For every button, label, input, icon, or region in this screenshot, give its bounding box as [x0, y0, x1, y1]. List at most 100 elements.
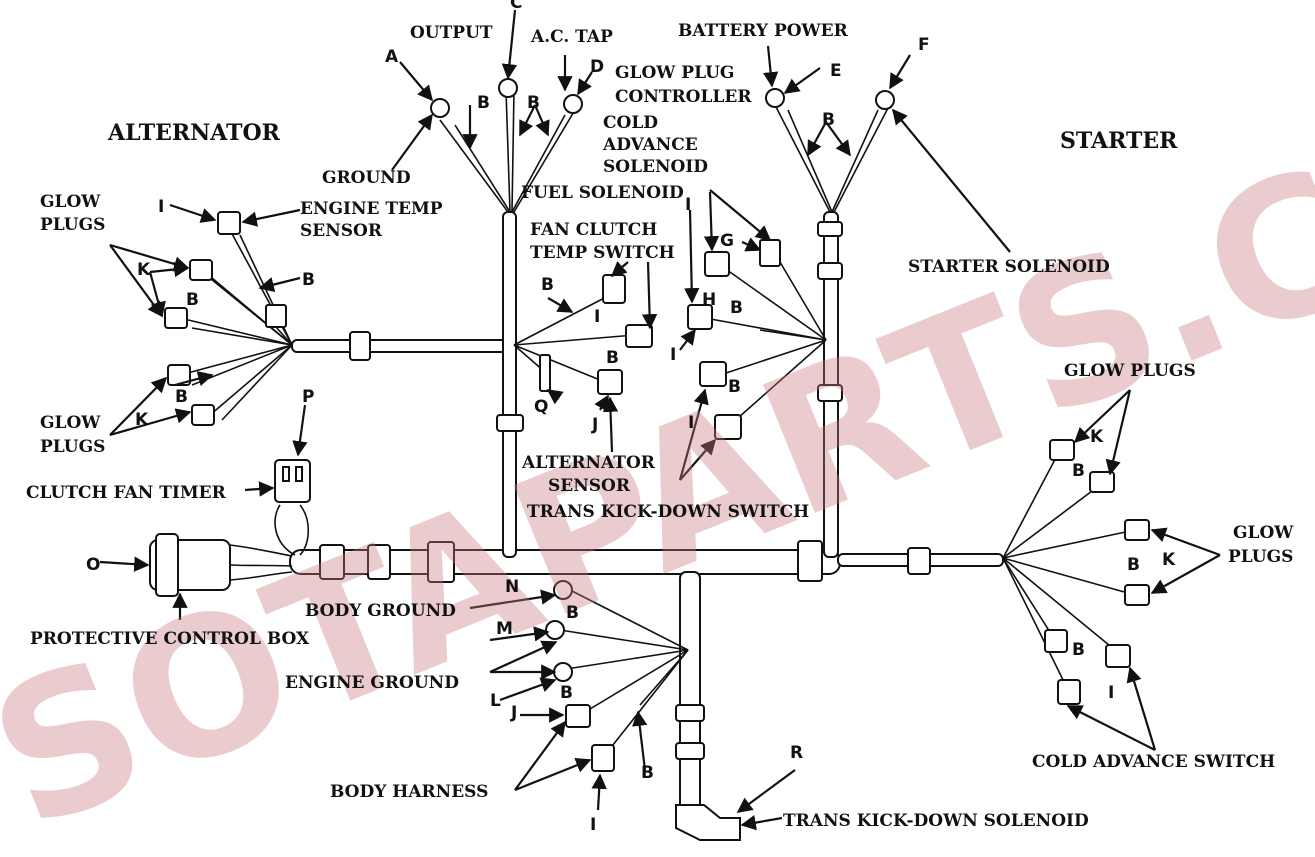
callout-b: B [566, 603, 579, 623]
ring-terminal-f [875, 90, 895, 110]
branch-wires [179, 89, 1136, 756]
callout-i: I [590, 815, 596, 835]
ac-tap-label: A.C. TAP [530, 27, 613, 47]
glow-plug-connector [189, 259, 213, 281]
engine-temp-sensor-label: ENGINE TEMP [300, 199, 443, 219]
callout-a: A [385, 47, 399, 67]
harness-trunks [289, 211, 1004, 813]
g-connector [759, 239, 781, 267]
protective-control-box-label: PROTECTIVE CONTROL BOX [30, 629, 310, 649]
cold-advance-switch-connector [1044, 629, 1068, 653]
trans-kickdown-solenoid [675, 804, 741, 841]
callout-o: O [86, 555, 100, 575]
glow-plugs-top-left-label: GLOW [40, 192, 101, 212]
callout-b: B [175, 387, 188, 407]
callout-c: C [510, 0, 522, 13]
callout-n: N [505, 577, 519, 597]
callout-i: I [688, 413, 694, 433]
clamp [349, 331, 371, 361]
clamp [797, 540, 823, 582]
cold-advance-solenoid-label: SOLENOID [603, 157, 708, 177]
fan-clutch-connector [602, 274, 626, 304]
q-connector [539, 354, 551, 392]
glow-plug-connector [1124, 519, 1150, 541]
trans-kickdown-switch-connector [714, 414, 742, 440]
cold-advance-solenoid-label: COLD [603, 113, 658, 133]
clamp [675, 704, 705, 722]
callout-b: B [541, 275, 554, 295]
glow-plug-controller-label: GLOW PLUG [615, 63, 734, 83]
callout-b: B [302, 270, 315, 290]
callout-b: B [477, 93, 490, 113]
cold-advance-solenoid-connector [704, 251, 730, 277]
clamp [319, 544, 345, 580]
alternator-sensor-label: ALTERNATOR [521, 453, 656, 473]
trans-kickdown-switch-label: TRANS KICK-DOWN SWITCH [527, 502, 809, 522]
clamp [817, 262, 843, 280]
cold-advance-switch-connector [1057, 679, 1081, 705]
cold-advance-switch-label: COLD ADVANCE SWITCH [1032, 752, 1275, 772]
left-branch [291, 339, 513, 353]
callout-f: F [918, 35, 930, 55]
callout-g: G [720, 231, 734, 251]
engine-temp-sensor-connector [217, 211, 241, 235]
glow-plugs-top-left-label: PLUGS [40, 215, 105, 235]
callout-k: K [135, 410, 149, 430]
trans-kickdown-solenoid-label: TRANS KICK-DOWN SOLENOID [783, 811, 1089, 831]
glow-plugs-right-top-label: GLOW PLUGS [1064, 361, 1196, 381]
clutch-fan-timer-pin [295, 466, 303, 482]
callout-b: B [822, 110, 835, 130]
callout-b: B [560, 683, 573, 703]
callout-i: I [685, 195, 691, 215]
text-labels: ALTERNATOR STARTER OUTPUT A.C. TAP BATTE… [26, 21, 1294, 831]
trans-kickdown-switch-connector [699, 361, 727, 387]
callout-i: I [594, 307, 600, 327]
callout-b: B [606, 348, 619, 368]
letter-callouts: A C D E F B B B I K B B B K P O B I B Q … [86, 0, 1176, 835]
protective-control-box-cap [155, 533, 179, 597]
ring-terminal-a [430, 98, 450, 118]
callout-e: E [830, 61, 842, 81]
callout-r: R [790, 743, 803, 763]
body-ground-label: BODY GROUND [305, 601, 456, 621]
callout-q: Q [534, 397, 548, 417]
clutch-fan-timer [274, 459, 311, 503]
callout-b: B [186, 290, 199, 310]
callout-k: K [137, 260, 151, 280]
glow-plug-connector [1089, 471, 1115, 493]
arrows [99, 9, 1221, 831]
ring-terminal-d [563, 94, 583, 114]
glow-plugs-bottom-left-label: GLOW [40, 413, 101, 433]
cold-advance-switch-connector [1105, 644, 1131, 668]
body-harness-label: BODY HARNESS [330, 782, 488, 802]
clamp [817, 221, 843, 237]
output-label: OUTPUT [410, 23, 493, 43]
clamp [496, 414, 524, 432]
callout-j: J [591, 415, 598, 435]
ring-terminal-e [765, 88, 785, 108]
glow-plugs-bottom-left-label: PLUGS [40, 437, 105, 457]
callout-b: B [728, 377, 741, 397]
clamp [367, 544, 391, 580]
fan-clutch-temp-switch-label: FAN CLUTCH [530, 220, 657, 240]
callout-i: I [158, 197, 164, 217]
glow-plugs-right-mid-label: GLOW [1233, 523, 1294, 543]
fuel-solenoid-label: FUEL SOLENOID [521, 183, 684, 203]
fan-clutch-temp-switch-label: TEMP SWITCH [530, 243, 675, 263]
glow-plug-controller-label: CONTROLLER [615, 87, 752, 107]
clamp [907, 547, 931, 575]
alternator-label: ALTERNATOR [107, 120, 281, 146]
clutch-fan-timer-label: CLUTCH FAN TIMER [26, 483, 227, 503]
ground-label: GROUND [322, 168, 411, 188]
callout-k: K [1090, 427, 1104, 447]
callout-j: J [510, 703, 517, 723]
callout-b: B [730, 298, 743, 318]
glow-plug-connector [1049, 439, 1075, 461]
callout-i: I [670, 345, 676, 365]
cold-advance-solenoid-label: ADVANCE [602, 135, 698, 155]
alternator-sensor-label: SENSOR [548, 476, 631, 496]
glow-plug-connector [1124, 584, 1150, 606]
callout-b: B [1072, 461, 1085, 481]
callout-b: B [527, 93, 540, 113]
